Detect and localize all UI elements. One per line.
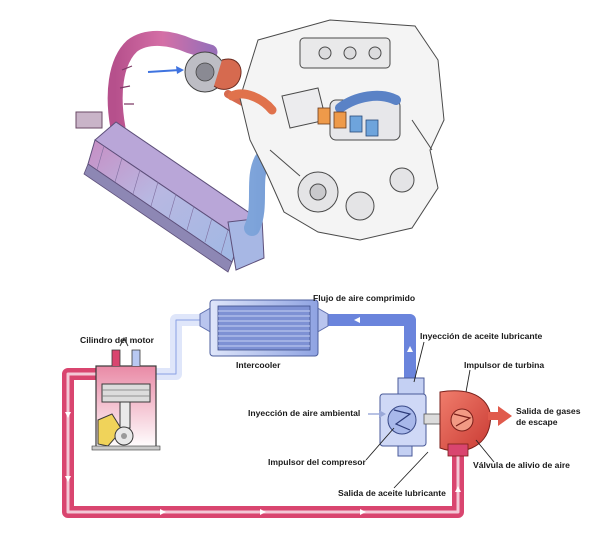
engine-block [239,19,445,241]
label-turbine-impeller: Impulsor de turbina [464,360,544,370]
compressor-housing [379,377,427,457]
cooled-air-pipe [150,314,206,380]
label-engine-cylinder: Cilindro del motor [80,335,155,345]
flow-arrow-left [354,317,360,323]
leader-lines [365,341,495,489]
engine-illustration [75,19,445,273]
label-relief-valve: Válvula de alivio de aire [473,460,570,470]
label-intercooler: Intercooler [236,360,281,370]
flow-arrow-up [407,346,413,352]
label-exhaust-outlet-line2: de escape [516,417,558,427]
flow-schematic: Flujo de aire comprimido Cilindro del mo… [62,293,583,518]
upper-air-pipe [107,30,218,136]
intake-manifold [335,90,401,113]
pipe-flange [75,111,103,129]
turbine-housing [439,390,492,457]
hot-loop-arrows [65,412,461,515]
label-oil-outlet: Salida de aceite lubricante [338,488,446,498]
compressed-air-pipe [322,314,416,380]
turbocharger-unit [184,51,254,110]
engine-cylinder [91,336,161,451]
label-exhaust-outlet-text: Salida de gases [516,406,581,416]
label-oil-injection: Inyección de aceite lubricante [420,331,542,341]
label-exhaust-outlet: Salida de gases de escape [516,406,583,427]
ambient-air-arrow-top [147,69,181,73]
label-compressor-impeller: Impulsor del compresor [268,457,367,467]
label-ambient-air-injection: Inyección de aire ambiental [248,408,360,418]
intercooler [199,299,329,357]
exhaust-manifold [227,89,277,115]
turbo-shaft [423,413,443,425]
label-compressed-air-flow: Flujo de aire comprimido [313,293,415,303]
